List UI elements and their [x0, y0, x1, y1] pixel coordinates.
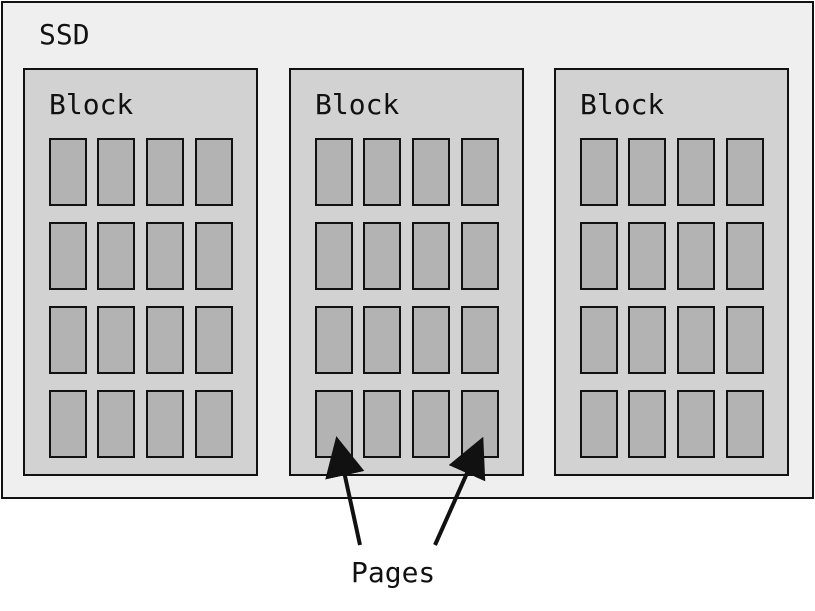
block-label: Block: [49, 88, 134, 121]
page-cell: [146, 138, 184, 206]
page-cell: [677, 390, 715, 458]
pages-label: Pages: [351, 556, 436, 589]
page-cell: [628, 390, 666, 458]
page-cell: [461, 138, 499, 206]
page-cell: [363, 138, 401, 206]
page-cell: [97, 306, 135, 374]
page-cell: [315, 138, 353, 206]
page-cell: [580, 222, 618, 290]
page-cell: [412, 138, 450, 206]
page-cell: [580, 138, 618, 206]
page-cell: [412, 390, 450, 458]
page-cell: [97, 222, 135, 290]
page-cell: [628, 222, 666, 290]
ssd-label: SSD: [39, 18, 90, 51]
page-cell: [49, 222, 87, 290]
page-cell: [580, 390, 618, 458]
page-cell: [677, 222, 715, 290]
page-cell: [412, 222, 450, 290]
block-2: Block: [289, 68, 524, 476]
page-cell: [677, 306, 715, 374]
page-cell: [726, 138, 764, 206]
page-cell: [461, 222, 499, 290]
page-cell: [49, 390, 87, 458]
page-cell: [461, 306, 499, 374]
page-cell: [580, 306, 618, 374]
page-cell: [195, 138, 233, 206]
page-cell: [195, 390, 233, 458]
page-cell: [195, 222, 233, 290]
page-cell: [726, 306, 764, 374]
page-cell: [363, 306, 401, 374]
page-cell: [315, 222, 353, 290]
block-1: Block: [23, 68, 258, 476]
page-cell: [363, 222, 401, 290]
page-cell: [628, 306, 666, 374]
block-3: Block: [554, 68, 789, 476]
page-cell: [195, 306, 233, 374]
page-cell: [315, 390, 353, 458]
page-cell: [461, 390, 499, 458]
page-cell: [97, 138, 135, 206]
page-cell: [97, 390, 135, 458]
page-cell: [49, 138, 87, 206]
page-cell: [726, 222, 764, 290]
page-cell: [726, 390, 764, 458]
page-cell: [146, 390, 184, 458]
block-label: Block: [315, 88, 400, 121]
page-cell: [363, 390, 401, 458]
page-cell: [315, 306, 353, 374]
page-cell: [412, 306, 450, 374]
page-cell: [146, 222, 184, 290]
page-cell: [628, 138, 666, 206]
block-label: Block: [580, 88, 665, 121]
page-cell: [49, 306, 87, 374]
page-cell: [146, 306, 184, 374]
page-cell: [677, 138, 715, 206]
